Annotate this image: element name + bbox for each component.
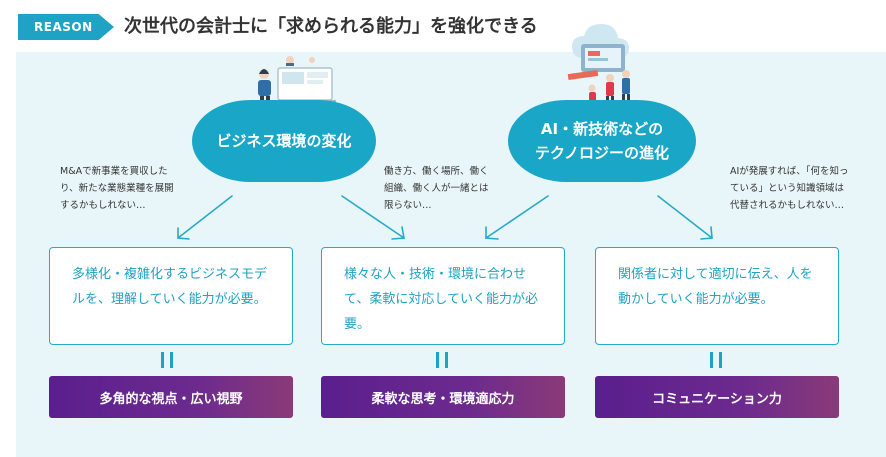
reason-tag: REASON (18, 14, 114, 40)
driver-business-change: ビジネス環境の変化 (192, 100, 376, 182)
need-box-communication: 関係者に対して適切に伝え、人を動かしていく能力が必要。 (595, 247, 839, 345)
page-title: 次世代の会計士に「求められる能力」を強化できる (124, 16, 538, 37)
equals-icon (710, 352, 722, 368)
equals-icon (161, 352, 173, 368)
note-workstyle: 働き方、働く場所、働く組織、働く人が一緒とは限らない… (384, 166, 489, 211)
ability-multi-perspective: 多角的な視点・広い視野 (49, 376, 293, 418)
note-business: M&Aで新事業を買収したり、新たな業態業種を展開するかもしれない… (60, 166, 174, 211)
driver-label-line1: AI・新技術などの (540, 120, 664, 138)
section-header: REASON 次世代の会計士に「求められる能力」を強化できる (0, 0, 886, 50)
driver-label-line2: テクノロジーの進化 (534, 144, 670, 162)
ability-flexible-thinking: 柔軟な思考・環境適応力 (321, 376, 565, 418)
driver-label: ビジネス環境の変化 (216, 132, 352, 150)
driver-technology-evolution: AI・新技術などの テクノロジーの進化 (508, 100, 696, 182)
need-box-adaptability: 様々な人・技術・環境に合わせて、柔軟に対応していく能力が必要。 (321, 247, 565, 345)
note-ai: AIが発展すれば、「何を知っている」という知識領域は代替されるかもしれない… (730, 166, 849, 211)
need-box-business: 多様化・複雑化するビジネスモデルを、理解していく能力が必要。 (49, 247, 293, 345)
ability-communication: コミュニケーション力 (595, 376, 839, 418)
equals-icon (436, 352, 448, 368)
